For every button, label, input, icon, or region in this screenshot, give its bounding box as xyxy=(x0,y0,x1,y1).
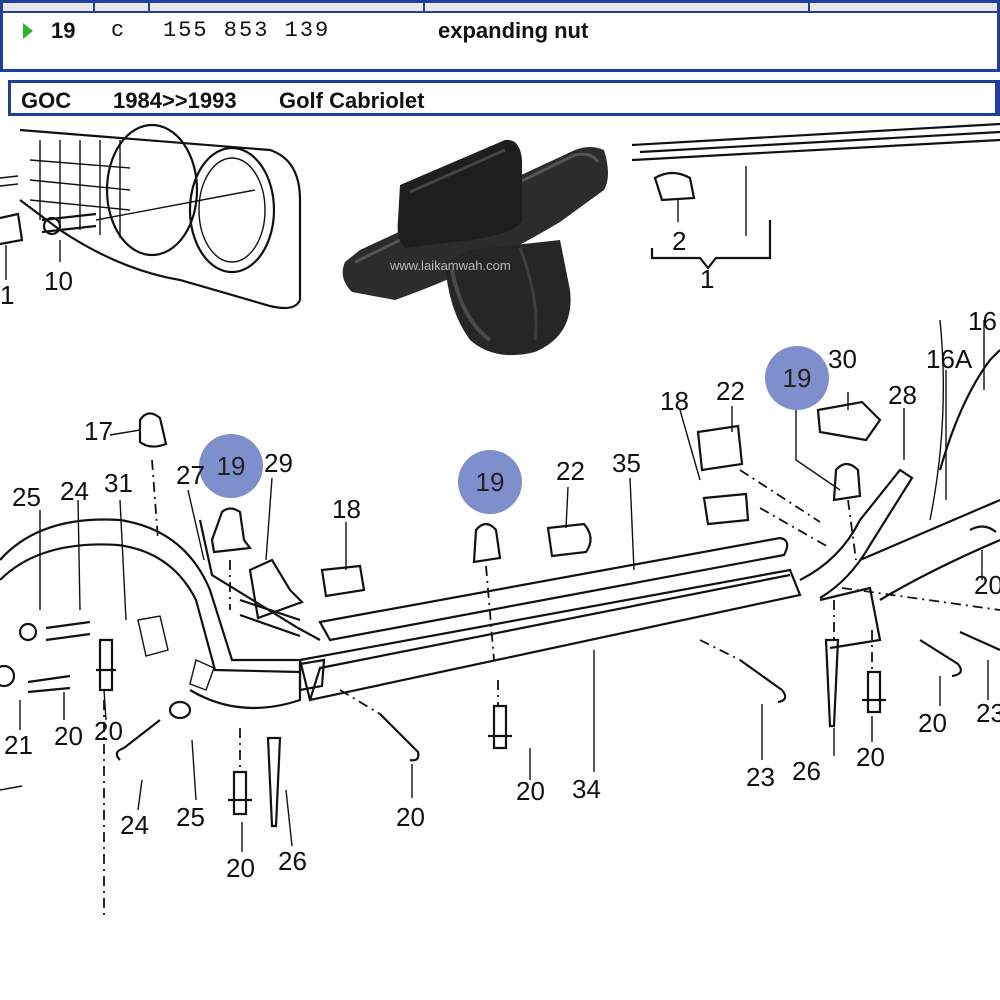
part-label: 20 xyxy=(516,776,545,806)
description-cell: expanding nut xyxy=(438,18,589,43)
fastener-drawings xyxy=(0,400,1000,828)
parts-diagram: www.laikamwah.com xyxy=(0,122,1000,915)
part-label: 26 xyxy=(278,846,307,876)
leader-lines xyxy=(0,370,1000,915)
part-label: 22 xyxy=(556,456,585,486)
trim-strip-drawing xyxy=(631,122,1000,270)
selected-row-arrow-icon xyxy=(23,23,33,39)
instrument-cluster-drawing xyxy=(0,123,302,310)
part-label: 24 xyxy=(120,810,149,840)
part-label: 25 xyxy=(12,482,41,512)
part-label: 1 xyxy=(0,280,14,310)
part-label: 1 xyxy=(700,264,714,294)
model-name: Golf Cabriolet xyxy=(279,88,425,113)
scrollbar-edge[interactable] xyxy=(996,80,1000,116)
part-label: 20 xyxy=(974,570,1000,600)
part-label: 28 xyxy=(888,380,917,410)
catalog-part-row[interactable]: 19 c 155 853 139 expanding nut xyxy=(0,0,1000,72)
callout-label: 19 xyxy=(217,451,246,481)
part-label: 27 xyxy=(176,460,205,490)
position-number: 19 xyxy=(51,18,76,43)
sill-panel-drawing xyxy=(198,319,1000,702)
highlight-callout-19-right[interactable]: 19 xyxy=(765,346,829,410)
part-label: 22 xyxy=(716,376,745,406)
part-label: 31 xyxy=(104,468,133,498)
part-label: 23 xyxy=(976,698,1000,728)
part-label: 20 xyxy=(918,708,947,738)
part-label: 20 xyxy=(226,853,255,883)
expanding-nut-photo: www.laikamwah.com xyxy=(342,139,608,356)
part-number-labels: 2 1 10 1 16 16A 17 18 18 20 20 20 20 20 … xyxy=(0,226,1000,883)
part-label: 20 xyxy=(94,716,123,746)
part-label: 18 xyxy=(660,386,689,416)
part-label: 16A xyxy=(926,344,973,374)
model-info-bar: GOC 1984>>1993 Golf Cabriolet xyxy=(8,80,998,116)
front-wheel-arch-drawing xyxy=(0,518,302,720)
part-label: 20 xyxy=(54,721,83,751)
column-header-strip xyxy=(3,3,997,13)
model-code: GOC xyxy=(21,88,72,113)
part-label: 23 xyxy=(746,762,775,792)
model-years: 1984>>1993 xyxy=(113,88,237,113)
part-label: 30 xyxy=(828,344,857,374)
part-label: 29 xyxy=(264,448,293,478)
callout-label: 19 xyxy=(783,363,812,393)
part-label: 35 xyxy=(612,448,641,478)
part-label: 18 xyxy=(332,494,361,524)
part-label: 20 xyxy=(396,802,425,832)
part-label: 20 xyxy=(856,742,885,772)
part-label: 16 xyxy=(968,306,997,336)
watermark-text: www.laikamwah.com xyxy=(389,258,511,273)
part-label: 25 xyxy=(176,802,205,832)
part-label: 34 xyxy=(572,774,601,804)
part-label: 17 xyxy=(84,416,113,446)
part-label: 26 xyxy=(792,756,821,786)
code-cell: c xyxy=(111,18,127,43)
highlight-callout-19-center[interactable]: 19 xyxy=(458,450,522,514)
part-label: 21 xyxy=(4,730,33,760)
part-label: 2 xyxy=(672,226,686,256)
highlight-callout-19-left[interactable]: 19 xyxy=(199,434,263,498)
part-label: 10 xyxy=(44,266,73,296)
part-number-cell: 155 853 139 xyxy=(163,18,331,43)
part-label: 24 xyxy=(60,476,89,506)
callout-label: 19 xyxy=(476,467,505,497)
